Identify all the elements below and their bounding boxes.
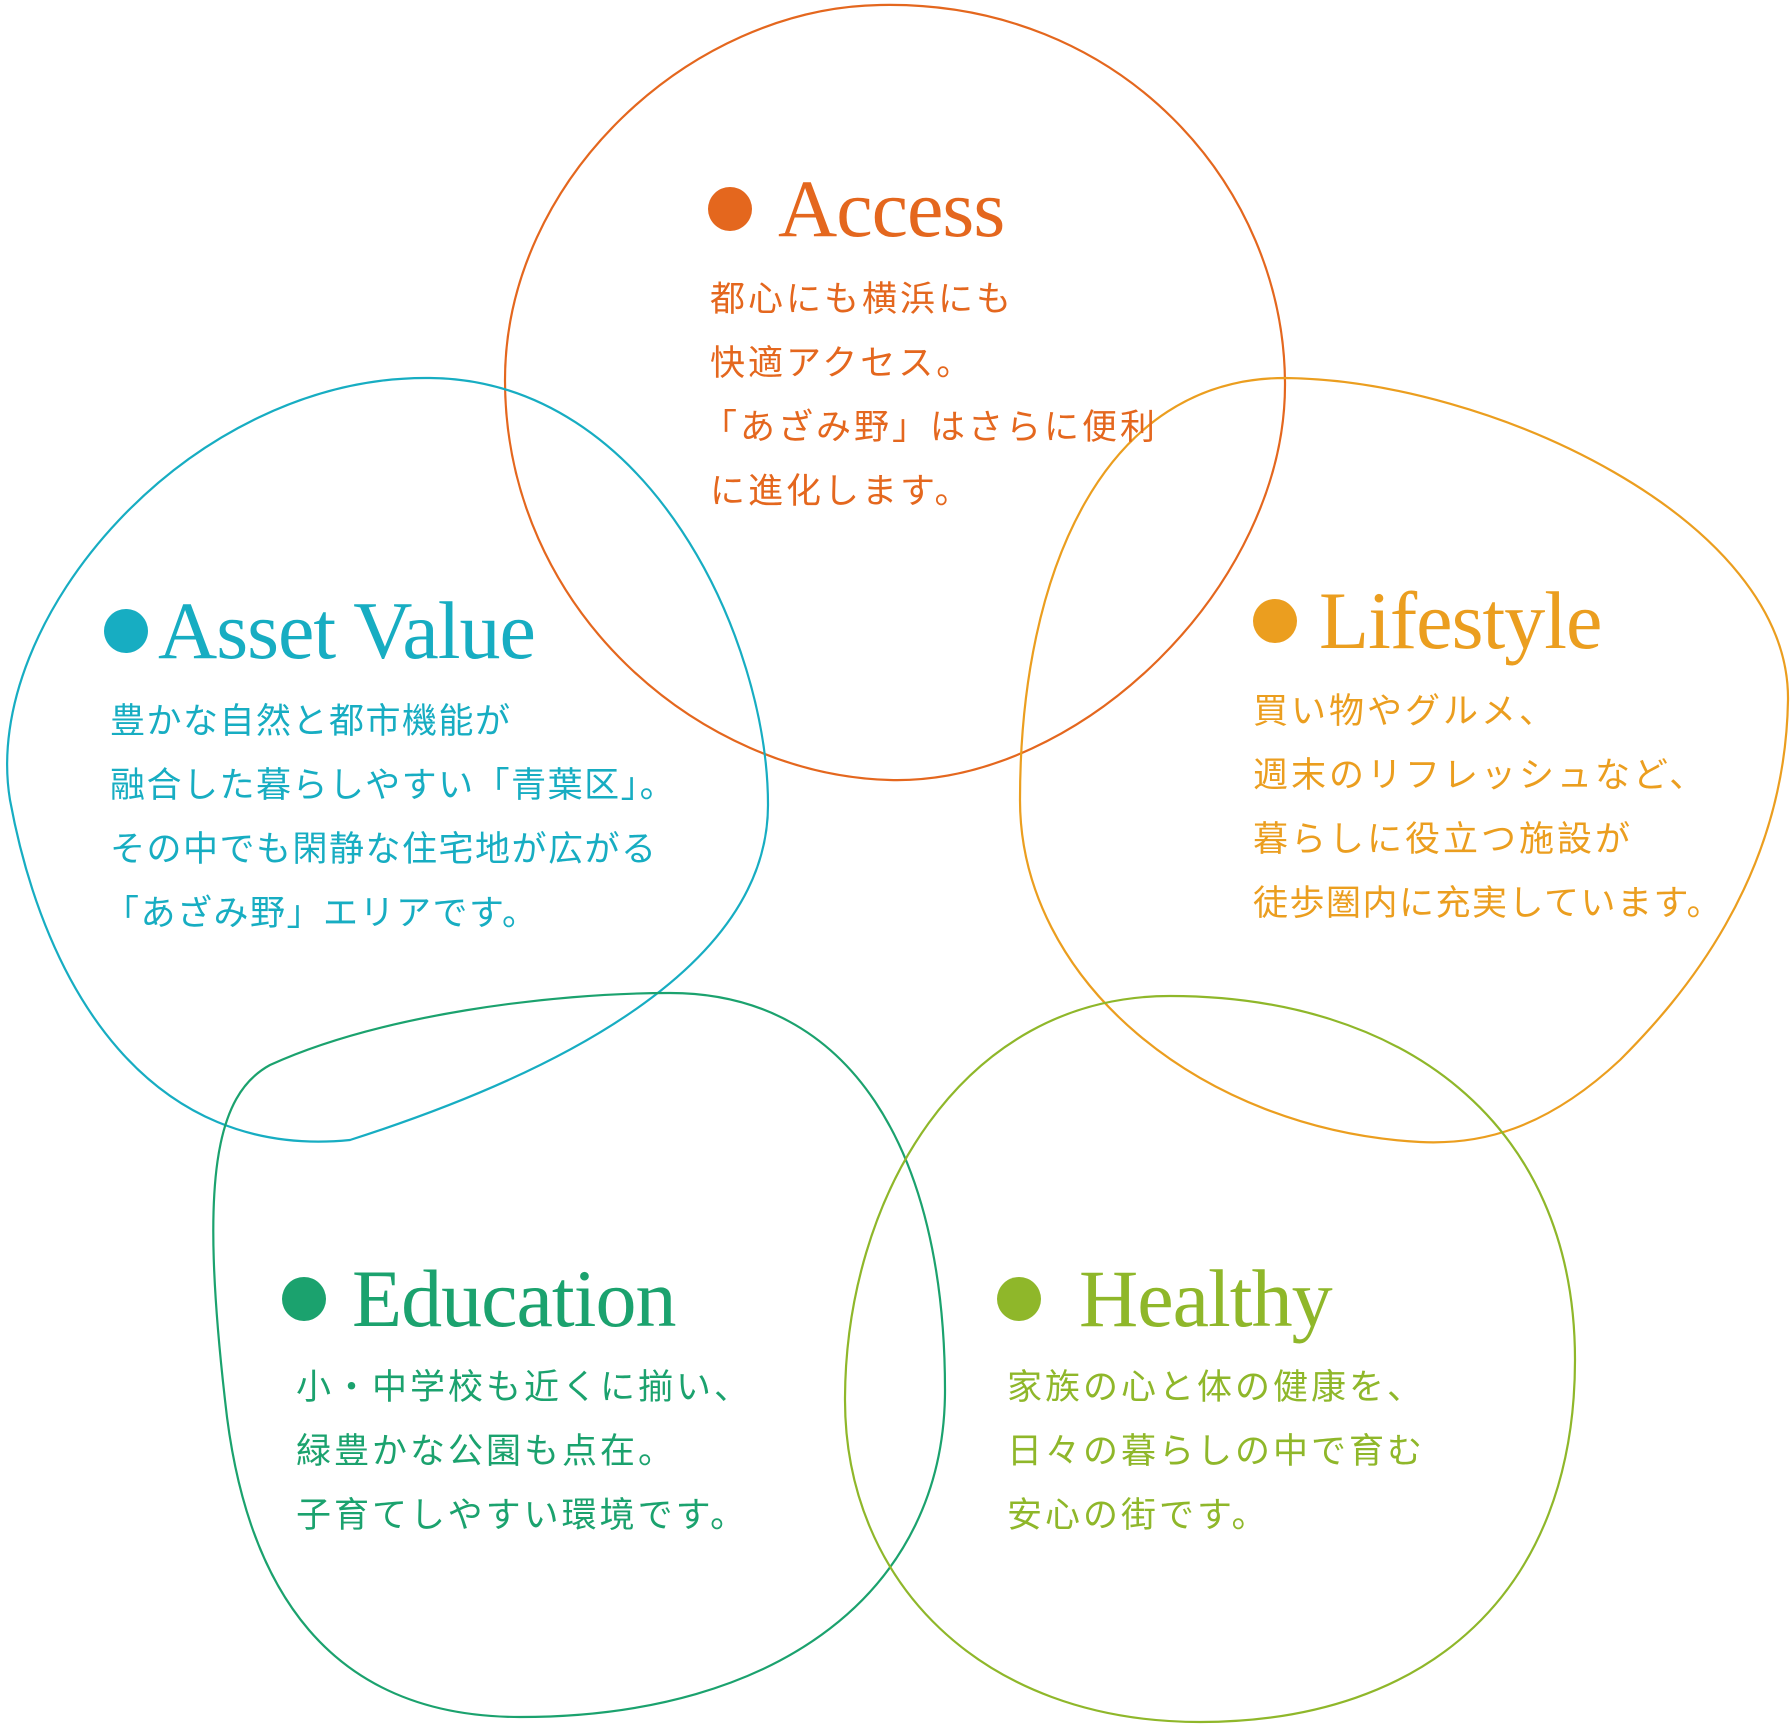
lifestyle-line-2: 週末のリフレッシュなど、 xyxy=(1253,756,1708,796)
asset-value-section: Asset Value 豊かな自然と都市機能が 融合した暮らしやすい「青葉区」。… xyxy=(104,590,676,946)
access-heading: Access xyxy=(708,168,1158,250)
education-title: Education xyxy=(352,1253,676,1344)
lifestyle-description: 買い物やグルメ、 週末のリフレッシュなど、 暮らしに役立つ施設が 徒歩圏内に充実… xyxy=(1253,680,1723,936)
education-heading: Education xyxy=(282,1258,752,1340)
education-line-3: 子育てしやすい環境です。 xyxy=(296,1496,749,1536)
healthy-line-2: 日々の暮らしの中で育む xyxy=(1007,1432,1426,1472)
access-section: Access 都心にも横浜にも 快適アクセス。 「あざみ野」はさらに便利 に進化… xyxy=(702,168,1158,524)
asset-value-line-2: 融合した暮らしやすい「青葉区」。 xyxy=(110,766,677,806)
healthy-line-1: 家族の心と体の健康を、 xyxy=(1007,1368,1426,1408)
lifestyle-line-4: 徒歩圏内に充実しています。 xyxy=(1253,884,1723,924)
lifestyle-bullet-dot xyxy=(1253,599,1297,643)
lifestyle-outline xyxy=(1018,376,1790,1144)
access-outline xyxy=(503,3,1287,782)
education-bullet-dot xyxy=(282,1277,326,1321)
lifestyle-title: Lifestyle xyxy=(1319,575,1602,666)
healthy-description: 家族の心と体の健康を、 日々の暮らしの中で育む 安心の街です。 xyxy=(1007,1356,1425,1548)
asset-value-line-1: 豊かな自然と都市機能が xyxy=(110,702,512,742)
access-line-3: 「あざみ野」はさらに便利 xyxy=(702,408,1159,448)
healthy-bullet-dot xyxy=(997,1277,1041,1321)
access-title: Access xyxy=(778,163,1005,254)
access-description: 都心にも横浜にも 快適アクセス。 「あざみ野」はさらに便利 に進化します。 xyxy=(702,268,1158,524)
education-line-2: 緑豊かな公園も点在。 xyxy=(296,1432,677,1472)
education-line-1: 小・中学校も近くに揃い、 xyxy=(296,1368,753,1408)
lifestyle-section: Lifestyle 買い物やグルメ、 週末のリフレッシュなど、 暮らしに役立つ施… xyxy=(1253,580,1723,936)
education-description: 小・中学校も近くに揃い、 緑豊かな公園も点在。 子育てしやすい環境です。 xyxy=(296,1356,752,1548)
asset-value-heading: Asset Value xyxy=(104,590,676,672)
healthy-section: Healthy 家族の心と体の健康を、 日々の暮らしの中で育む 安心の街です。 xyxy=(997,1258,1425,1548)
access-line-4: に進化します。 xyxy=(710,472,973,512)
healthy-outline xyxy=(843,994,1577,1724)
asset-value-line-4: 「あざみ野」エリアです。 xyxy=(104,894,539,934)
asset-value-description: 豊かな自然と都市機能が 融合した暮らしやすい「青葉区」。 その中でも閑静な住宅地… xyxy=(104,690,677,946)
education-section: Education 小・中学校も近くに揃い、 緑豊かな公園も点在。 子育てしやす… xyxy=(282,1258,752,1548)
lifestyle-line-1: 買い物やグルメ、 xyxy=(1253,692,1558,732)
healthy-heading: Healthy xyxy=(997,1258,1425,1340)
access-bullet-dot xyxy=(708,187,752,231)
asset-value-line-3: その中でも閑静な住宅地が広がる xyxy=(110,830,658,870)
access-line-2: 快適アクセス。 xyxy=(710,344,975,384)
asset-value-title: Asset Value xyxy=(158,585,536,676)
healthy-title: Healthy xyxy=(1079,1253,1333,1344)
healthy-line-3: 安心の街です。 xyxy=(1007,1496,1270,1536)
access-line-1: 都心にも横浜にも xyxy=(710,280,1015,320)
lifestyle-line-3: 暮らしに役立つ施設が xyxy=(1253,820,1634,860)
asset-value-bullet-dot xyxy=(104,609,148,653)
asset-value-outline xyxy=(6,376,770,1143)
lifestyle-heading: Lifestyle xyxy=(1253,580,1723,662)
education-outline xyxy=(212,991,947,1719)
